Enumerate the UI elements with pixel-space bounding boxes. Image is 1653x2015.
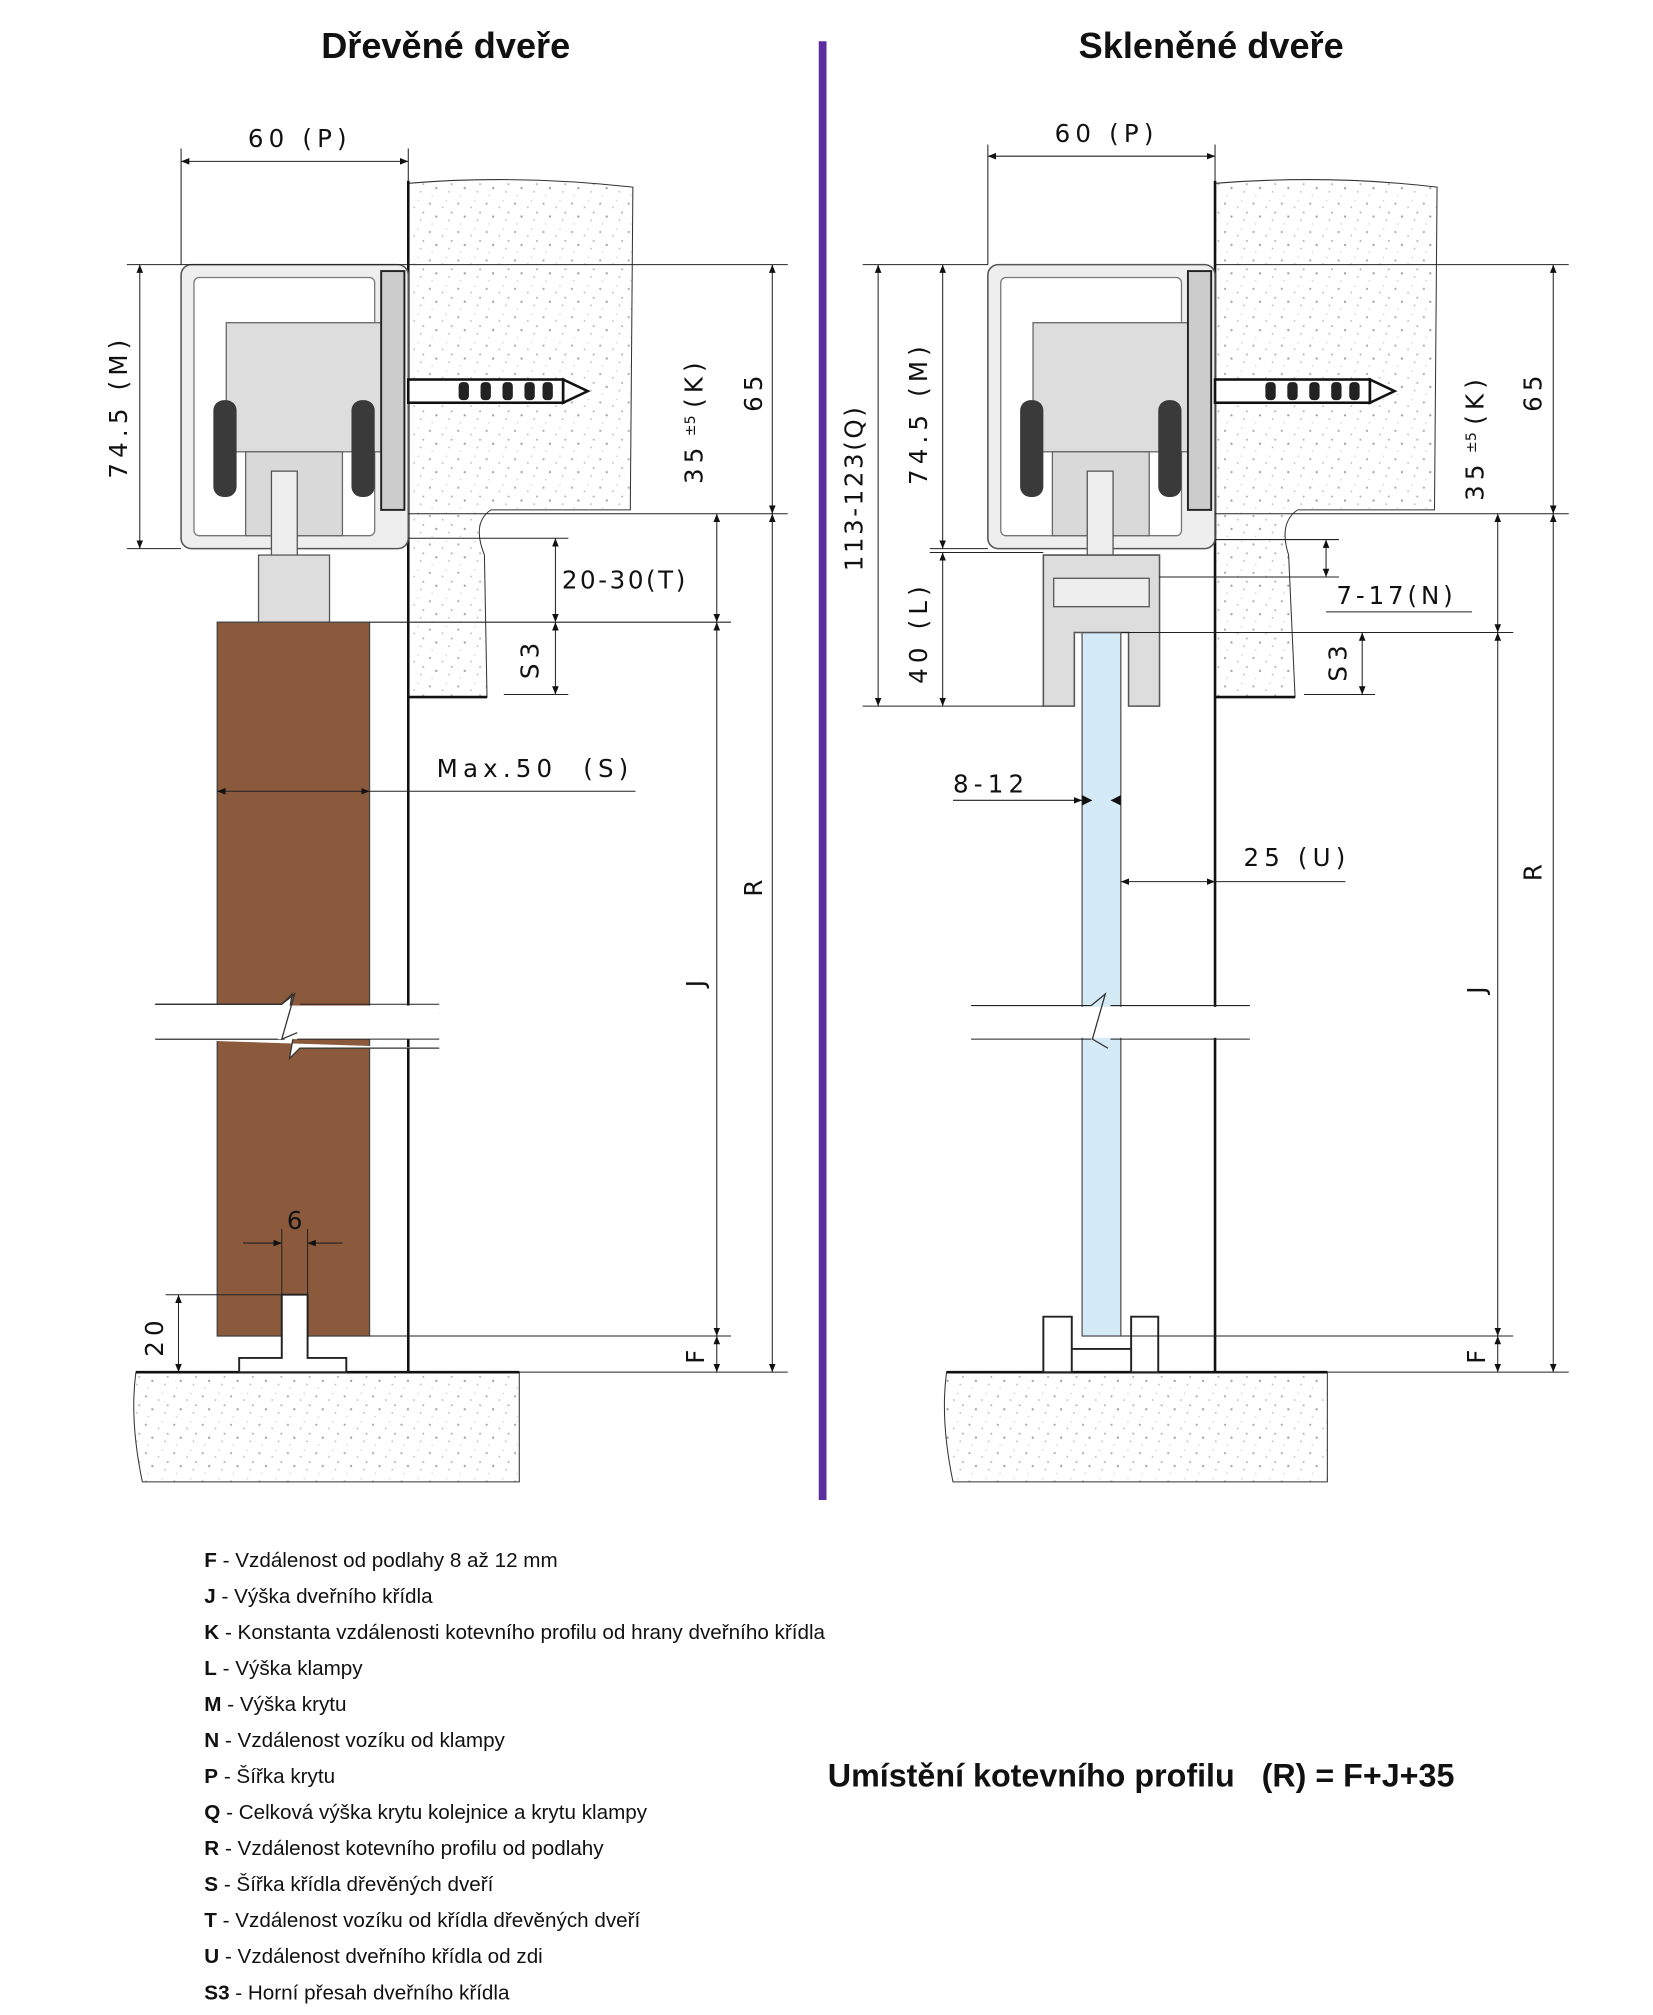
legend-key: K xyxy=(204,1621,219,1644)
legend-description: - Šířka krytu xyxy=(218,1765,335,1788)
legend-description: - Konstanta vzdálenosti kotevního profil… xyxy=(219,1621,825,1644)
dim-S3-label: S3 xyxy=(516,638,545,680)
floor-guide xyxy=(1042,1315,1160,1374)
dim-F-label: F xyxy=(1462,1344,1491,1363)
legend-key: T xyxy=(204,1909,217,1932)
legend-key: N xyxy=(204,1729,219,1752)
legend-key: J xyxy=(204,1585,215,1608)
floor-concrete xyxy=(133,1371,520,1483)
dim-Q-label: 113-123(Q) xyxy=(840,405,869,572)
dim-K-tolerance: ±5 xyxy=(1464,432,1480,453)
dim-L-label: 40 (L) xyxy=(904,581,933,684)
legend-item: Q - Celková výška krytu kolejnice a kryt… xyxy=(204,1801,647,1824)
dim-J-label: J xyxy=(1462,981,1491,995)
legend-item: J - Výška dveřního křídla xyxy=(204,1585,433,1608)
dim-K-label: (K) xyxy=(680,357,709,408)
legend-item: U - Vzdálenost dveřního křídla od zdi xyxy=(204,1945,542,1968)
legend-item: L - Výška klampy xyxy=(204,1657,363,1680)
legend-key: R xyxy=(204,1837,219,1860)
glass-door-diagram: 60 (P) 113-123(Q) 74.5 (M) 40 (L) 65 R 3… xyxy=(840,119,1569,1483)
dim-65-label: 65 xyxy=(739,370,768,412)
glass-clamp xyxy=(1042,554,1161,707)
dim-K-label: (K) xyxy=(1461,374,1490,425)
legend-item: M - Výška krytu xyxy=(204,1693,346,1716)
dim-6-label: 6 xyxy=(287,1206,303,1235)
dim-P-label: 60 (P) xyxy=(248,124,352,153)
anchor-screw xyxy=(406,377,591,405)
legend-description: - Vzdálenost vozíku od křídla dřevěných … xyxy=(217,1909,641,1932)
legend-item: T - Vzdálenost vozíku od křídla dřevěnýc… xyxy=(204,1909,640,1932)
dim-R-label: R xyxy=(739,874,768,896)
legend-item: S3 - Horní přesah dveřního křídla xyxy=(204,1981,510,2004)
dim-K-value: 35 xyxy=(1461,459,1490,501)
floor-concrete xyxy=(943,1371,1328,1483)
legend-key: L xyxy=(204,1657,217,1680)
dim-J-label: J xyxy=(681,975,710,989)
wood-door-diagram: 60 (P) 74.5 (M) 65 R 35 ±5 (K) 20-30(T) … xyxy=(104,124,788,1483)
legend-description: - Vzdálenost od podlahy 8 až 12 mm xyxy=(217,1549,558,1572)
dim-M-label: 74.5 (M) xyxy=(904,341,933,485)
dim-K-tolerance: ±5 xyxy=(683,415,699,436)
wheel-left xyxy=(1020,400,1044,497)
dim-S3-label: S3 xyxy=(1324,640,1353,682)
legend-item: S - Šířka křídla dřevěných dveří xyxy=(204,1873,493,1896)
legend: F - Vzdálenost od podlahy 8 až 12 mmJ - … xyxy=(204,1549,825,2004)
legend-description: - Šířka křídla dřevěných dveří xyxy=(218,1873,494,1896)
track-housing xyxy=(987,263,1216,601)
dim-F-label: F xyxy=(681,1344,710,1363)
legend-item: K - Konstanta vzdálenosti kotevního prof… xyxy=(204,1621,825,1644)
dim-R-label: R xyxy=(1519,859,1548,881)
legend-description: - Výška klampy xyxy=(217,1657,363,1680)
title-glass-door: Skleněné dveře xyxy=(1079,25,1344,66)
legend-description: - Výška krytu xyxy=(222,1693,347,1716)
dim-K-value: 35 xyxy=(680,443,709,485)
dim-S-label: Max.50 (S) xyxy=(437,754,634,783)
floor-guide xyxy=(238,1293,348,1374)
legend-key: F xyxy=(204,1549,217,1572)
legend-key: S3 xyxy=(204,1981,229,2004)
wheel-right xyxy=(351,400,375,497)
legend-description: - Výška dveřního křídla xyxy=(216,1585,433,1608)
dim-U-label: 25 (U) xyxy=(1243,843,1350,872)
legend-description: - Vzdálenost dveřního křídla od zdi xyxy=(219,1945,543,1968)
dim-P-label: 60 (P) xyxy=(1055,119,1159,148)
dim-M-label: 74.5 (M) xyxy=(104,335,133,479)
wall-concrete xyxy=(1214,179,1438,698)
dim-65-label: 65 xyxy=(1519,370,1548,412)
legend-item: R - Vzdálenost kotevního profilu od podl… xyxy=(204,1837,604,1860)
legend-key: P xyxy=(204,1765,218,1788)
glass-door-leaf xyxy=(1081,631,1122,1337)
legend-key: Q xyxy=(204,1801,220,1824)
track-housing xyxy=(180,263,410,623)
legend-description: - Vzdálenost vozíku od klampy xyxy=(219,1729,505,1752)
legend-key: M xyxy=(204,1693,221,1716)
legend-description: - Horní přesah dveřního křídla xyxy=(230,1981,510,2004)
legend-description: - Celková výška krytu kolejnice a krytu … xyxy=(220,1801,647,1824)
anchor-profile-formula: Umístění kotevního profilu (R) = F+J+35 xyxy=(828,1758,1455,1794)
legend-key: S xyxy=(204,1873,218,1896)
wood-door-leaf xyxy=(216,621,371,1337)
dim-20-label: 20 xyxy=(140,1315,169,1357)
legend-item: P - Šířka krytu xyxy=(204,1765,335,1788)
legend-description: - Vzdálenost kotevního profilu od podlah… xyxy=(219,1837,604,1860)
dim-T-label: 20-30(T) xyxy=(562,566,688,595)
wall-concrete xyxy=(407,179,634,698)
dim-N-label: 7-17(N) xyxy=(1336,581,1456,610)
title-wood-door: Dřevěné dveře xyxy=(321,25,570,66)
dim-glass-thickness-label: 8-12 xyxy=(953,770,1029,799)
legend-item: F - Vzdálenost od podlahy 8 až 12 mm xyxy=(204,1549,557,1572)
wheel-right xyxy=(1158,400,1182,497)
wheel-left xyxy=(213,400,237,497)
break-mark xyxy=(1090,992,1109,1049)
anchor-screw xyxy=(1213,377,1398,405)
legend-key: U xyxy=(204,1945,219,1968)
legend-item: N - Vzdálenost vozíku od klampy xyxy=(204,1729,505,1752)
